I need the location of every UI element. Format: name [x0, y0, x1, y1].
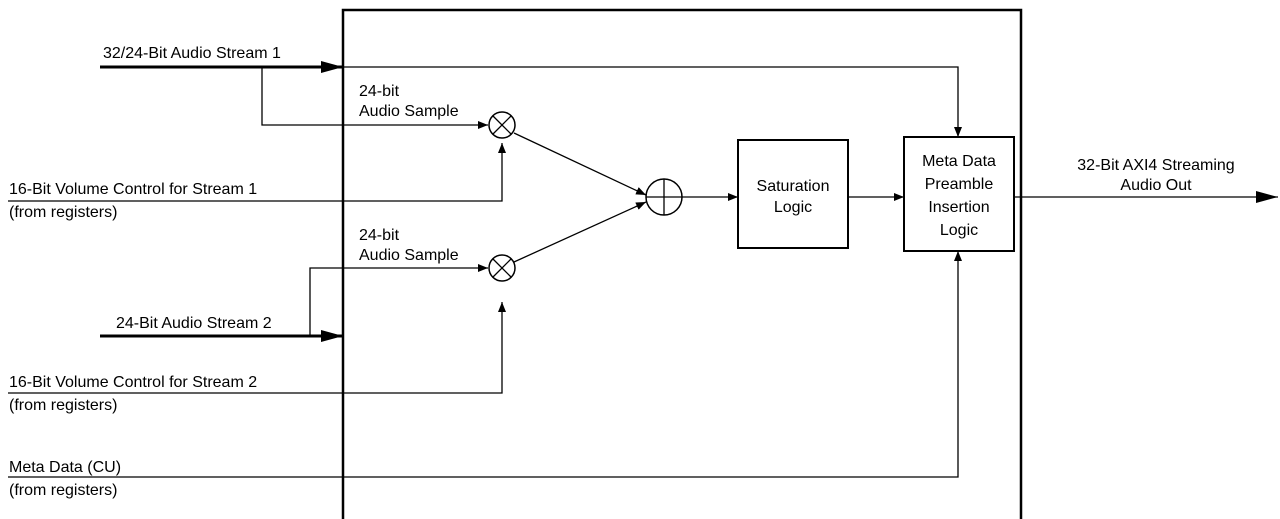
stream2-label: 24-Bit Audio Stream 2 — [116, 315, 272, 332]
meta-block-label-line1: Meta Data — [922, 153, 996, 170]
mult2-to-adder-line — [513, 201, 647, 263]
meta-data-source-label: (from registers) — [9, 482, 118, 499]
stream1-label: 32/24-Bit Audio Stream 1 — [103, 45, 281, 62]
sample1-label-line2: Audio Sample — [359, 103, 459, 120]
sample2-label-line2: Audio Sample — [359, 247, 459, 264]
output-label-line2: Audio Out — [1120, 177, 1192, 194]
saturation-label-line1: Saturation — [756, 178, 830, 195]
meta-insertion-block — [903, 136, 1015, 252]
multiplier1-symbol — [488, 111, 516, 139]
meta-block-label-line2: Preamble — [924, 176, 994, 193]
stream1-to-mult1-line — [261, 67, 488, 129]
volume2-source-label: (from registers) — [9, 397, 118, 414]
volume1-line — [8, 143, 506, 202]
volume2-line — [8, 302, 506, 394]
sample1-label-line1: 24-bit — [359, 83, 400, 100]
meta-data-line — [8, 251, 962, 478]
volume1-source-label: (from registers) — [9, 204, 118, 221]
meta-block-label-line3: Insertion — [928, 199, 990, 216]
stream1-passthrough-line — [343, 66, 962, 137]
adder-symbol — [645, 178, 683, 216]
saturation-label-line2: Logic — [773, 199, 813, 216]
output-label-line1: 32-Bit AXI4 Streaming — [1077, 157, 1235, 174]
stream2-to-mult2-line — [309, 264, 488, 336]
volume2-label: 16-Bit Volume Control for Stream 2 — [9, 374, 258, 391]
meta-data-label: Meta Data (CU) — [9, 459, 122, 476]
sample2-label-line1: 24-bit — [359, 227, 400, 244]
volume1-label: 16-Bit Volume Control for Stream 1 — [9, 181, 258, 198]
mult1-to-adder-line — [513, 132, 647, 196]
multiplier2-symbol — [488, 254, 516, 282]
saturation-block — [737, 139, 849, 249]
meta-block-label-line4: Logic — [939, 222, 979, 239]
